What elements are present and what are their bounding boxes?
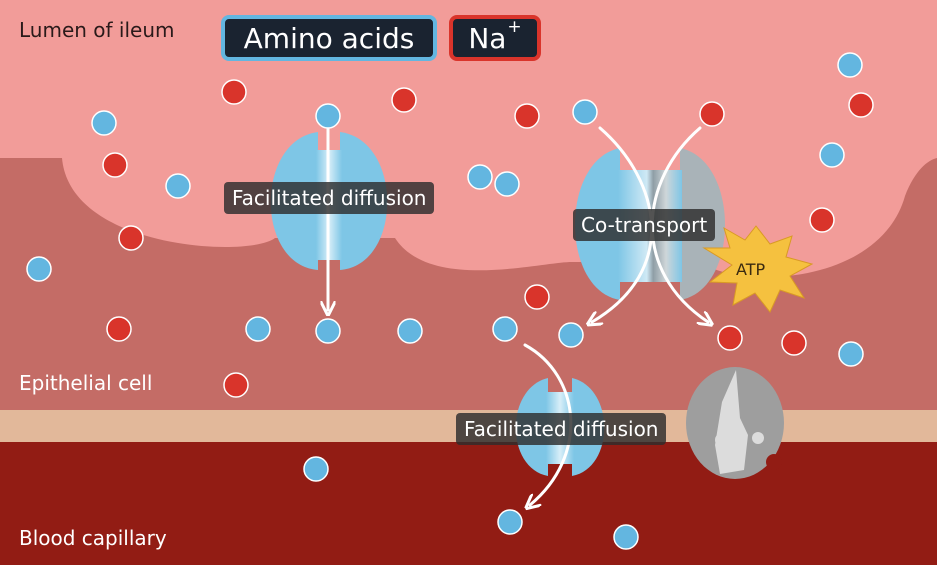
sodium-ion-particle: [848, 92, 874, 118]
label-epithelial-cell: Epithelial cell: [19, 371, 153, 395]
particles: [26, 52, 874, 550]
amino-acid-particle: [558, 322, 584, 348]
amino-acid-particle: [91, 110, 117, 136]
label-blood-capillary: Blood capillary: [19, 526, 167, 550]
sodium-ion-particle: [106, 316, 132, 342]
amino-acid-particle: [572, 99, 598, 125]
sodium-ion-particle: [102, 152, 128, 178]
amino-acid-particle: [165, 173, 191, 199]
amino-acid-particle: [494, 171, 520, 197]
sodium-ion-particle: [514, 103, 540, 129]
amino-acid-particle: [315, 318, 341, 344]
amino-acid-particle: [838, 341, 864, 367]
sodium-ion-particle: [223, 372, 249, 398]
label-facilitated-diffusion-bottom: Facilitated diffusion: [456, 413, 667, 445]
sodium-ion-particle: [809, 207, 835, 233]
legend-sodium: Na+: [449, 15, 541, 61]
legend-sodium-superscript: +: [507, 17, 522, 37]
amino-acid-particle: [497, 509, 523, 535]
sodium-potassium-pump: [686, 367, 784, 479]
legend-sodium-label: Na: [468, 21, 507, 55]
amino-acid-particle: [613, 524, 639, 550]
label-lumen-of-ileum: Lumen of ileum: [19, 18, 175, 42]
amino-acid-particle: [819, 142, 845, 168]
amino-acid-particle: [315, 103, 341, 129]
sodium-ion-particle: [221, 79, 247, 105]
amino-acid-particle: [26, 256, 52, 282]
amino-acid-particle: [467, 164, 493, 190]
sodium-ion-particle: [717, 325, 743, 351]
label-atp: ATP: [736, 260, 766, 279]
label-facilitated-diffusion-top: Facilitated diffusion: [224, 182, 435, 214]
sodium-ion-particle: [391, 87, 417, 113]
legend-amino-acids: Amino acids: [221, 15, 437, 61]
label-co-transport: Co-transport: [573, 209, 716, 241]
sodium-ion-particle: [524, 284, 550, 310]
sodium-ion-particle: [699, 101, 725, 127]
epithelial-cell-region: [0, 158, 937, 440]
amino-acid-particle: [245, 316, 271, 342]
amino-acid-particle: [492, 316, 518, 342]
sodium-ion-particle: [118, 225, 144, 251]
atp-burst: [702, 225, 814, 313]
legend-amino-acids-label: Amino acids: [243, 21, 415, 55]
sodium-ion-particle: [781, 330, 807, 356]
amino-acid-particle: [837, 52, 863, 78]
amino-acid-particle: [303, 456, 329, 482]
amino-acid-particle: [397, 318, 423, 344]
